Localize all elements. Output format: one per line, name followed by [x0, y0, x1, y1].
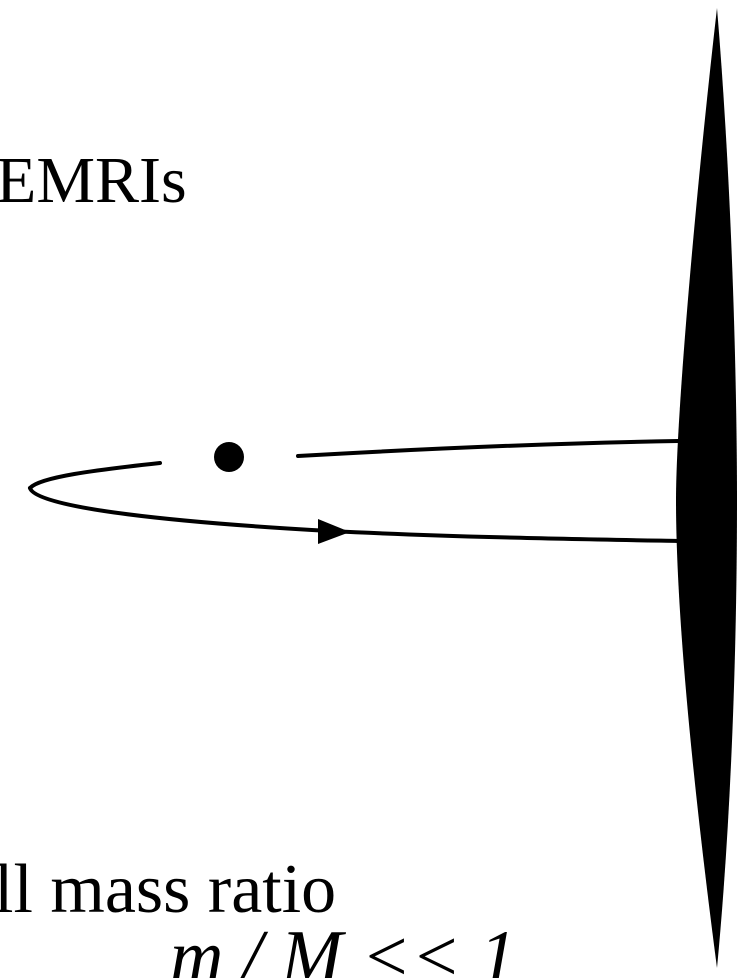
orbit-upper-left-segment [28, 461, 162, 490]
caption-line-1: ll mass ratio [0, 851, 337, 928]
compact-object-dot [214, 442, 244, 472]
orbit-lower-segment [28, 486, 680, 543]
caption-line-2: m / M << 1 [170, 916, 517, 978]
title-text: EMRIs [0, 144, 187, 217]
orbit-upper-right-segment [296, 439, 680, 458]
orbit-direction-arrow-icon [318, 519, 350, 544]
black-hole-lens [676, 8, 737, 968]
